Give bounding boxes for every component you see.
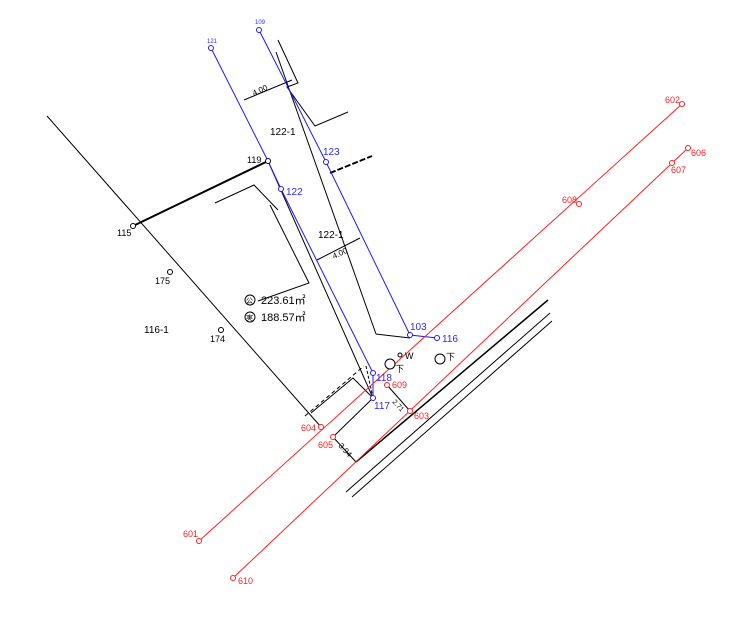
public-mark-icon [244, 294, 256, 306]
point-label: 601 [183, 529, 198, 539]
point-label: 174 [210, 334, 225, 344]
point-label: 117 [374, 401, 390, 412]
red-points: 604 605 609 603 608 602 606 607 601 610 [183, 95, 706, 586]
point-label: 606 [691, 148, 706, 158]
blue-lines [210, 29, 438, 398]
parcel-label: 122-1 [318, 230, 344, 241]
manhole-label: 下 [446, 352, 455, 362]
parcel-label: 116-1 [144, 325, 169, 336]
actual-area-value: 188.57㎡ [261, 311, 306, 324]
point-label: 115 [117, 228, 131, 238]
black-points: 115 175 174 [117, 223, 225, 344]
point-label: 109 [255, 20, 266, 26]
public-mark: 公 [246, 297, 253, 305]
manhole-icon [434, 353, 446, 365]
point-label: 610 [238, 576, 253, 586]
area-actual: 実 188.57㎡ [244, 311, 306, 324]
blue-points: 121 109 119 122 123 103 116 118 117 [207, 20, 458, 412]
point-label: 603 [414, 411, 429, 421]
point-label: 609 [392, 380, 407, 390]
point-label: 605 [318, 440, 333, 450]
dimension-label: 2.71 [391, 399, 405, 414]
manhole-icon [384, 358, 396, 370]
point-label: 607 [671, 165, 686, 175]
dimension-label: 4.00 [331, 246, 349, 261]
black-boundaries [46, 39, 553, 498]
point-label: 119 [247, 155, 261, 165]
area-public: 公 223.61㎡ [244, 294, 306, 307]
actual-mark-icon [244, 311, 256, 323]
point-label: 103 [410, 322, 427, 333]
point-label: 175 [155, 276, 170, 286]
red-lines [198, 103, 689, 579]
point-label: 118 [376, 373, 392, 384]
point-label: 122 [286, 187, 303, 198]
public-area-value: 223.61㎡ [261, 294, 306, 307]
dimension-label: 4.00 [251, 83, 269, 98]
point-label: 123 [323, 147, 340, 158]
point-label: 608 [562, 195, 577, 205]
manhole-icon [397, 352, 403, 358]
point-label: 116 [442, 334, 458, 345]
point-label: 602 [665, 95, 680, 105]
parcel-label: 122-1 [270, 127, 296, 138]
actual-mark: 実 [246, 313, 253, 322]
point-label: 604 [301, 423, 316, 433]
point-label: 121 [207, 39, 218, 45]
manhole-label: W [405, 351, 414, 361]
manholes: 下 W 下 [384, 351, 455, 374]
manhole-label: 下 [395, 364, 404, 374]
